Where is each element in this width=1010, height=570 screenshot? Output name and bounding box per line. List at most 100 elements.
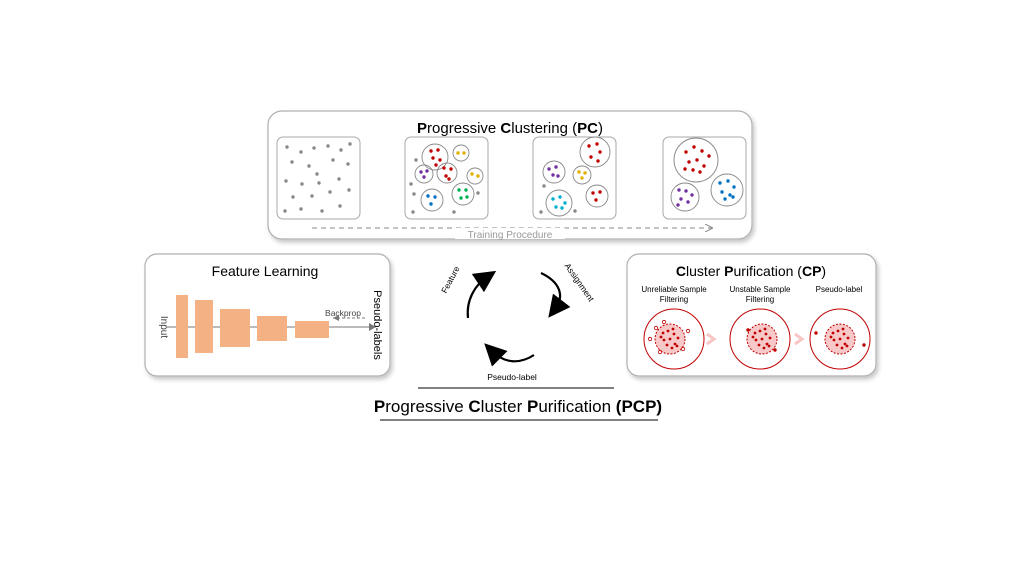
pc-stage-1-point: [307, 164, 311, 168]
cp-stage-3-edge-point: [814, 331, 818, 335]
pc-stage-2-point: [438, 158, 442, 162]
pc-stage-2-cluster: [466, 167, 484, 185]
pc-stage-4-point: [707, 154, 711, 158]
pc-stage-2-point: [422, 175, 426, 179]
pc-stage-3-point: [556, 174, 560, 178]
pc-stage-3-point: [598, 190, 602, 194]
pc-stage-2-outlier: [476, 191, 480, 195]
pc-stage-1-box: [276, 136, 361, 220]
pc-stage-2-point: [425, 169, 429, 173]
pc-stage-4-point: [677, 188, 681, 192]
pcp-title-part-6: (PCP): [616, 397, 662, 416]
cp-stage-1-outlier: [661, 319, 667, 325]
pc-title-part-0: P: [417, 120, 427, 137]
pc-stage-3-point: [580, 176, 584, 180]
pseudo-labels-label: Pseudo-labels: [371, 290, 383, 360]
pc-stage-3-point: [560, 206, 564, 210]
pc-stage-2-point: [429, 149, 433, 153]
pc-title-part-1: rogressive: [427, 120, 500, 137]
cp-stage-1-point: [676, 336, 680, 340]
cycle-arrow-pseudo-label: [484, 343, 535, 367]
pc-stage-1-point: [285, 145, 289, 149]
cp-stage-3-point: [846, 336, 850, 340]
backprop-arrowhead: [333, 315, 339, 321]
pc-stage-2-cluster: [451, 182, 475, 206]
cp-stage-2-label-line-1: Unstable Sample: [730, 285, 791, 294]
pc-stage-4-point: [726, 179, 730, 183]
pc-stage-2-outlier: [411, 210, 415, 214]
pc-stage-3-cluster: [585, 184, 609, 208]
pcp-title: Progressive Cluster Purification (PCP): [374, 397, 662, 416]
pc-stage-4-cluster: [710, 173, 744, 207]
cp-stage-1-outlier: [685, 328, 691, 334]
pc-stage-2-point: [457, 188, 461, 192]
pc-stage-3-point: [596, 159, 600, 163]
pc-stage-4-point: [692, 145, 696, 149]
pc-stage-2-point: [436, 148, 440, 152]
pc-stage-2-point: [434, 163, 438, 167]
pc-stage-3-point: [551, 197, 555, 201]
pc-stage-1-point: [300, 182, 304, 186]
pc-stage-3-box: [532, 136, 617, 220]
pc-stage-4-point: [720, 190, 724, 194]
cp-stage-1-point: [673, 342, 677, 346]
pc-stage-2-cluster: [452, 144, 470, 162]
pc-stage-4-point: [718, 181, 722, 185]
network-layer-5: [295, 321, 329, 338]
pc-stage-4-point: [702, 164, 706, 168]
pc-stage-3-cluster: [542, 160, 566, 184]
pcp-title-part-0: P: [374, 397, 385, 416]
pc-stage-3-point: [591, 191, 595, 195]
cp-title-part-4: CP: [802, 263, 821, 279]
pc-stage-3-point: [587, 144, 591, 148]
pc-stage-1-point: [347, 188, 351, 192]
pc-stage-2-point: [447, 177, 451, 181]
pc-points: [283, 136, 744, 217]
cp-stage-1-point: [668, 337, 672, 341]
pc-stage-3-point: [594, 198, 598, 202]
pc-stage-2-point: [426, 194, 430, 198]
cp-stage-3-label: Pseudo-label: [816, 285, 863, 294]
cycle-assignment-label: Assignment: [563, 261, 597, 304]
pc-stage-3-outlier: [539, 210, 543, 214]
pcp-title-part-4: P: [527, 397, 538, 416]
cp-title-part-2: P: [724, 263, 733, 279]
cp-stage-2-point: [768, 336, 772, 340]
pc-title-part-2: C: [500, 120, 511, 137]
training-label-bg: [455, 228, 565, 239]
pc-title: Progressive Clustering (PC): [417, 120, 603, 137]
cp-stage-1-outlier: [653, 325, 659, 331]
fl-title: Feature Learning: [212, 263, 319, 279]
pc-stage-3-cluster: [545, 189, 573, 217]
pc-stage-4-point: [686, 200, 690, 204]
pc-stage-1-point: [312, 146, 316, 150]
backprop-label: Backprop: [325, 308, 361, 318]
training-label: Training Procedure: [468, 230, 553, 241]
pc-stage-2-point: [464, 188, 468, 192]
pc-stage-2-point: [456, 151, 460, 155]
cp-chevron-2: [794, 332, 805, 346]
pc-stage-4-point: [679, 197, 683, 201]
cp-stage-2-point: [763, 327, 767, 331]
pc-stage-2-cluster: [436, 162, 458, 184]
pc-stage-1-point: [348, 142, 352, 146]
pc-stage-1-point: [320, 209, 324, 213]
pc-stage-1-point: [317, 181, 321, 185]
pc-stage-2-outlier: [409, 182, 413, 186]
pc-title-part-3: lustering (: [511, 120, 577, 137]
cp-stage-2-point: [751, 335, 755, 339]
cycle-arrow-feature: [466, 270, 497, 319]
cp-stage-3-edge-point: [862, 343, 866, 347]
cp-stage-2-point: [757, 343, 761, 347]
cp-stage-1-point: [671, 327, 675, 331]
pcp-title-part-2: C: [468, 397, 480, 416]
pc-stage-3-point: [554, 205, 558, 209]
cp-stage-2-label-line-2: Filtering: [746, 295, 774, 304]
cp-stage-1-point: [659, 335, 663, 339]
pc-stage-3-outlier: [573, 209, 577, 213]
network-layer-1: [176, 295, 188, 358]
pc-stage-1-point: [315, 172, 319, 176]
pc-stage-2-outlier: [414, 158, 418, 162]
pc-stage-3-point: [554, 165, 558, 169]
cp-stage-2-point: [762, 346, 766, 350]
